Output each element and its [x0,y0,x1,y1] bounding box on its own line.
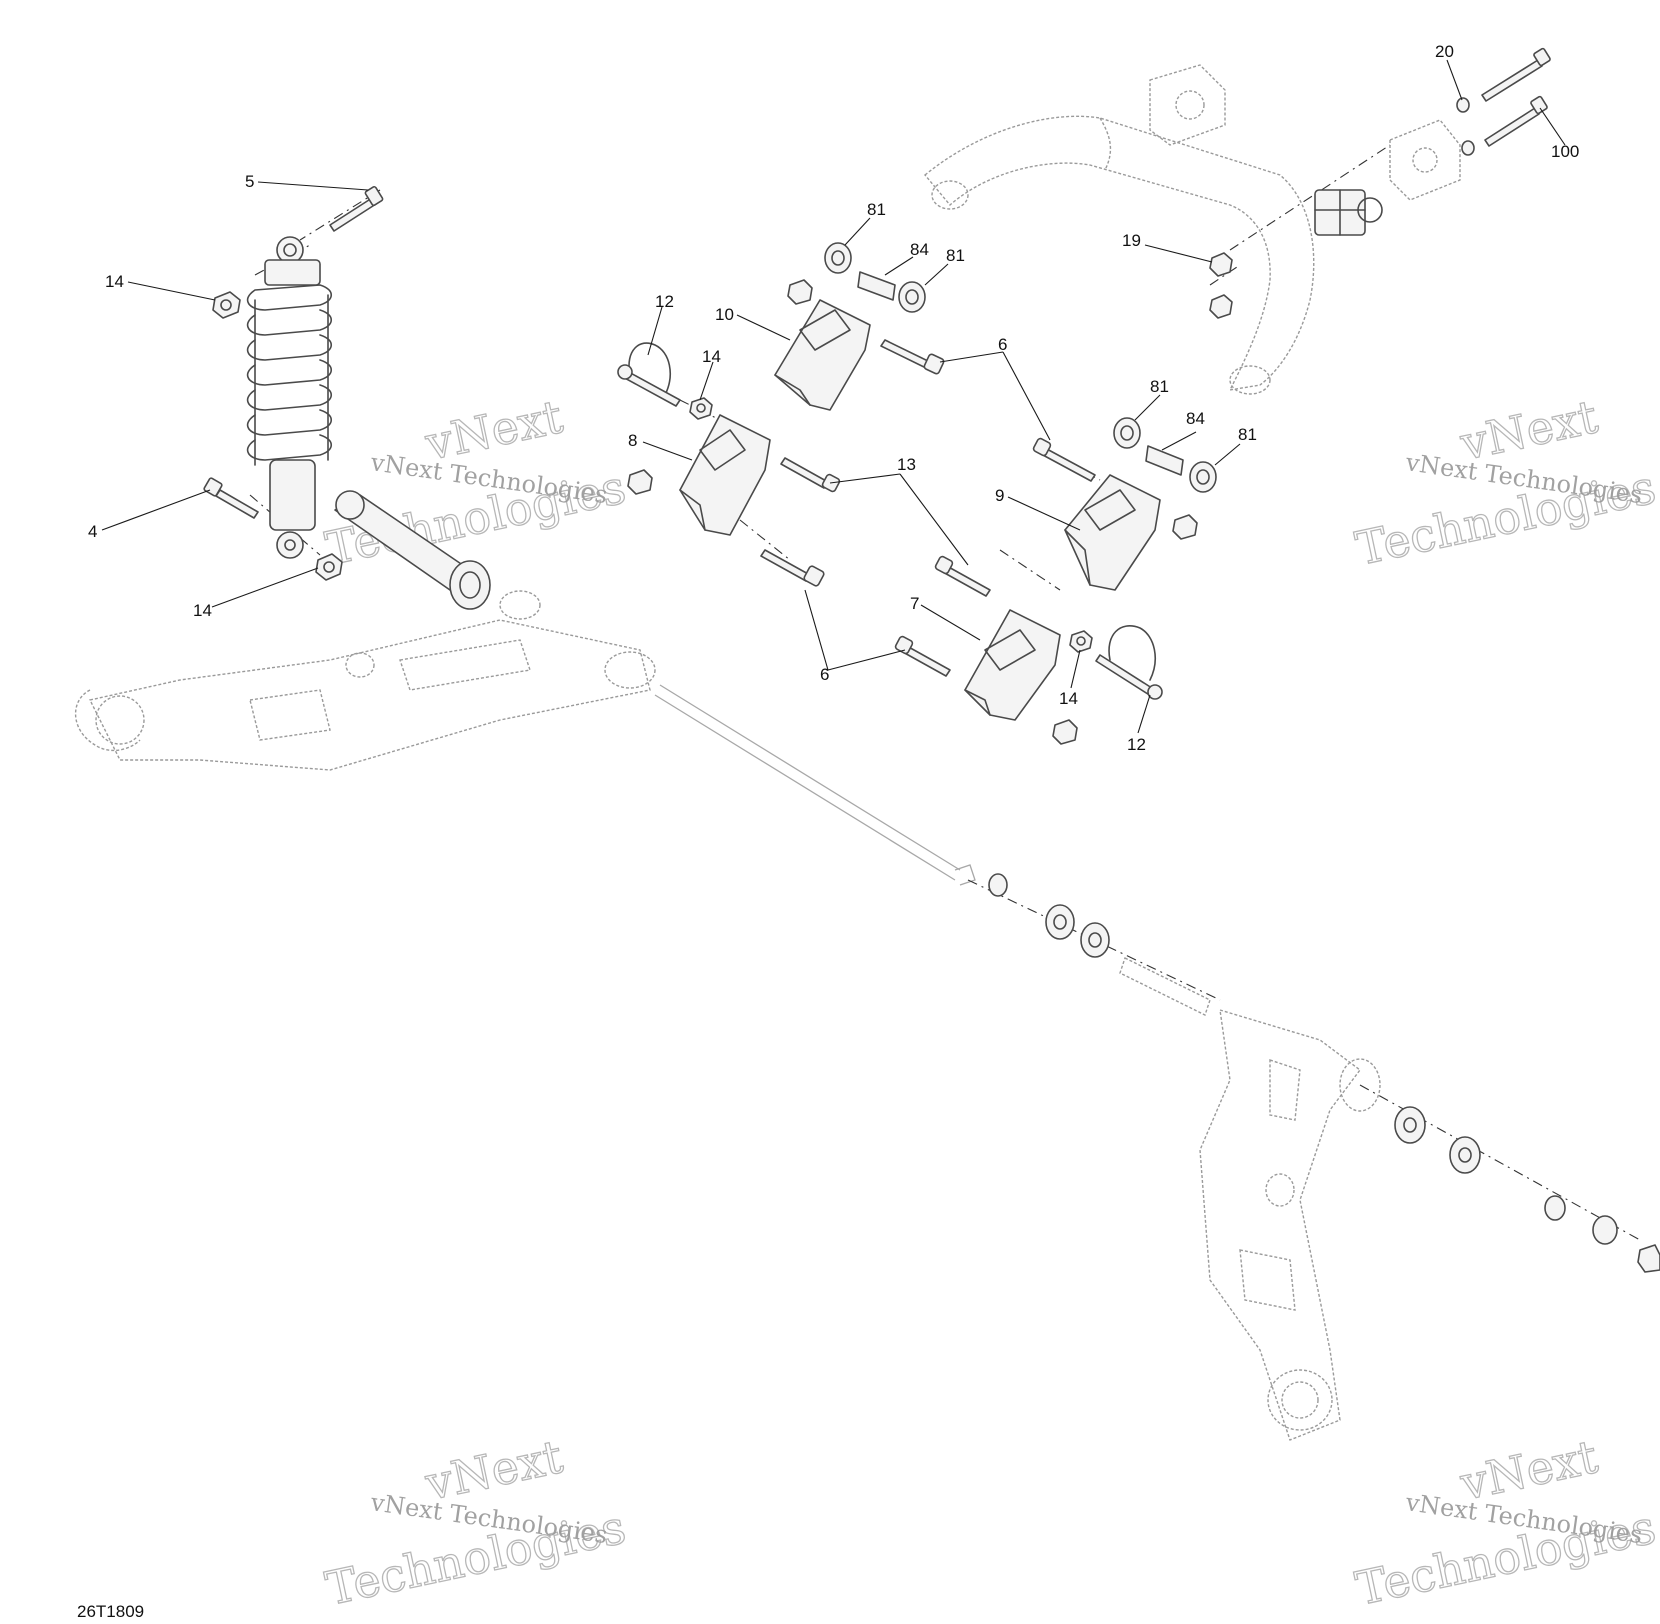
callout-14-pin-lower: 14 [1059,689,1078,708]
callout-12-lower: 12 [1127,735,1146,754]
washer-20-upper [1456,97,1470,113]
callout-6-lower: 6 [820,665,829,684]
sway-bar-frame [924,115,1315,395]
nut-bracket-8 [627,469,653,495]
link-bracket-7 [964,609,1061,721]
sway-bar-bushing-clamp [1314,189,1383,236]
bolt-6-middle [1032,437,1096,482]
lower-a-arm-right [1199,1009,1381,1441]
callout-14-pin-upper: 14 [702,347,721,366]
shock-lower-nut [315,553,343,581]
bushing-81-b [898,281,926,313]
callout-81-d: 81 [1238,425,1257,444]
callout-7: 7 [910,594,919,613]
shock-absorber [246,236,333,559]
callout-20: 20 [1435,42,1454,61]
a-arm-bushing-sleeve [334,490,491,610]
sleeve-84-a [857,271,896,301]
callout-100: 100 [1551,142,1579,161]
link-bracket-10 [774,299,871,411]
watermark-top-left: vNext vNext Technologies Technologies [320,389,630,577]
callout-labels: 5 14 4 14 12 14 10 8 81 84 81 6 13 81 84… [88,42,1579,754]
bolt-6-upper [880,339,945,375]
callout-13: 13 [897,455,916,474]
shock-upper-bolt [329,185,384,232]
sway-bar-mount-bracket-right [1389,119,1461,201]
bushing-81-c [1113,417,1141,449]
nut-bracket-7 [1052,719,1078,745]
callout-8: 8 [628,431,637,450]
sway-bar-mount-bracket-top [1149,64,1226,146]
nut-14-pin-upper [689,397,713,420]
callout-84-a: 84 [910,240,929,259]
bolt-6-lower [760,549,825,587]
shock-upper-nut [212,291,241,319]
bolt-13-lower [934,555,991,597]
bolt-13-upper [780,457,841,493]
nut-bracket-9 [1172,514,1198,540]
bolt-100-lower [1484,95,1548,147]
callout-9: 9 [995,486,1004,505]
bushing-81-d [1189,461,1217,493]
figure-id: 26T1809 [77,1602,144,1621]
callout-84-b: 84 [1186,409,1205,428]
lower-a-arm-left [74,590,656,771]
callout-19: 19 [1122,231,1141,250]
nut-19-upper [1209,252,1233,277]
washer-20-lower [1461,140,1475,156]
link-bracket-8 [679,414,771,536]
leader-lines [101,59,1566,734]
callout-6-upper: 6 [998,335,1007,354]
shock-lower-bolt [203,477,259,519]
callout-81-a: 81 [867,200,886,219]
sleeve-84-b [1145,445,1184,476]
callout-81-b: 81 [946,246,965,265]
nut-19-lower [1209,294,1233,319]
callout-81-c: 81 [1150,377,1169,396]
callout-5: 5 [245,172,254,191]
nut-14-pin-lower [1069,630,1093,653]
watermark-bottom-right: vNext vNext Technologies Technologies [1350,1429,1660,1617]
pivot-washers [988,873,1660,1273]
callout-12-upper: 12 [655,292,674,311]
callout-4: 4 [88,522,97,541]
bolt-6-bottom [894,635,951,677]
assembly-axis-lines [249,144,1641,1241]
watermark-top-right: vNext vNext Technologies Technologies [1350,389,1660,577]
nut-bracket-10 [787,279,813,305]
pivot-shaft [654,684,976,886]
callout-10: 10 [715,305,734,324]
callout-14-shock-upper: 14 [105,272,124,291]
callout-14-shock-lower: 14 [193,601,212,620]
hitch-pin-upper [617,342,681,407]
bolt-100-upper [1481,47,1551,102]
link-bracket-9 [1064,474,1161,591]
watermark-bottom-left: vNext vNext Technologies Technologies [320,1429,630,1617]
hitch-pin-lower [1095,625,1163,700]
bushing-81-a [824,242,852,274]
